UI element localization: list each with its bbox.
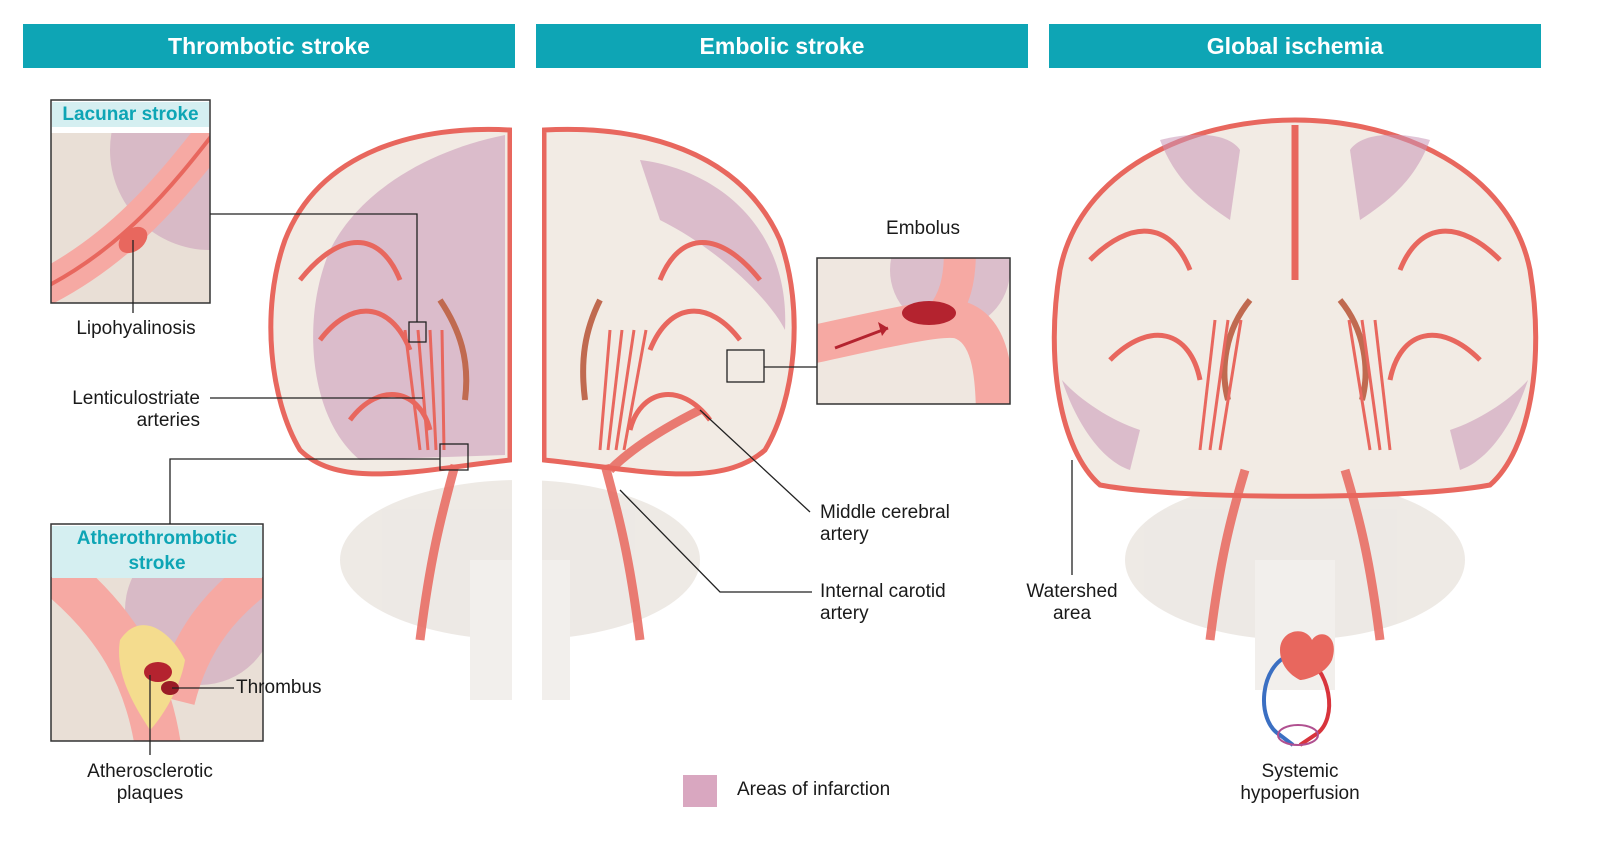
embolus-inset [816, 257, 1011, 405]
leader-lines [132, 213, 1073, 755]
label-embolus: Embolus [886, 218, 960, 239]
lacunar-stroke-title: Lacunar stroke [52, 102, 209, 127]
brain-global [1051, 117, 1539, 499]
label-lenticulostriate-arteries: Lenticulostriate arteries [30, 388, 200, 432]
lenticulostriate-arteries-left [403, 329, 446, 451]
label-thrombus: Thrombus [236, 677, 322, 698]
label-lenticulostriate-line1: Lenticulostriate [72, 388, 200, 409]
label-mca-line1: Middle cerebral [820, 502, 950, 523]
label-systemic-line1: Systemic [1261, 761, 1339, 782]
carotid-arteries-center [415, 405, 703, 641]
label-systemic-hypoperfusion: Systemic hypoperfusion [1210, 761, 1390, 805]
lacunar-inset [50, 99, 211, 304]
flow-arrow-icon [878, 322, 888, 336]
atherothrombotic-title-line1: Atherothrombotic [76, 528, 238, 549]
brain-left-half [268, 126, 512, 477]
legend-swatch [683, 775, 717, 807]
lenticulostriate-arteries-right [598, 329, 648, 451]
label-watershed-line1: Watershed [1026, 581, 1118, 602]
banner-global-ischemia: Global ischemia [1049, 24, 1541, 68]
label-ica-line2: artery [820, 603, 869, 624]
atherothrombotic-title-line2: stroke [128, 553, 186, 574]
label-systemic-line2: hypoperfusion [1240, 783, 1360, 804]
label-lenticulostriate-line2: arteries [136, 410, 200, 431]
label-ica-line1: Internal carotid [820, 581, 946, 602]
label-atherosclerotic-line2: plaques [116, 783, 184, 804]
systemic-circulation-icon [1262, 631, 1334, 747]
label-internal-carotid-artery: Internal carotid artery [820, 581, 946, 625]
carotid-arteries-global [1205, 468, 1385, 641]
label-middle-cerebral-artery: Middle cerebral artery [820, 502, 950, 546]
atherothrombotic-inset [50, 523, 264, 742]
label-mca-line2: artery [820, 524, 869, 545]
label-watershed-line2: area [1052, 603, 1092, 624]
label-watershed-area: Watershed area [1010, 581, 1134, 625]
heart-icon [1280, 631, 1334, 680]
label-atherosclerotic-line1: Atherosclerotic [87, 761, 213, 782]
banner-thrombotic-stroke: Thrombotic stroke [23, 24, 515, 68]
banner-embolic-stroke: Embolic stroke [536, 24, 1028, 68]
panel-divider [512, 100, 542, 700]
label-atherosclerotic-plaques: Atherosclerotic plaques [60, 761, 240, 805]
embolus-clot-icon [902, 301, 956, 325]
label-lipohyalinosis: Lipohyalinosis [76, 318, 196, 339]
legend-label: Areas of infarction [737, 779, 891, 800]
atherothrombotic-stroke-title: Atherothrombotic stroke [52, 526, 262, 578]
